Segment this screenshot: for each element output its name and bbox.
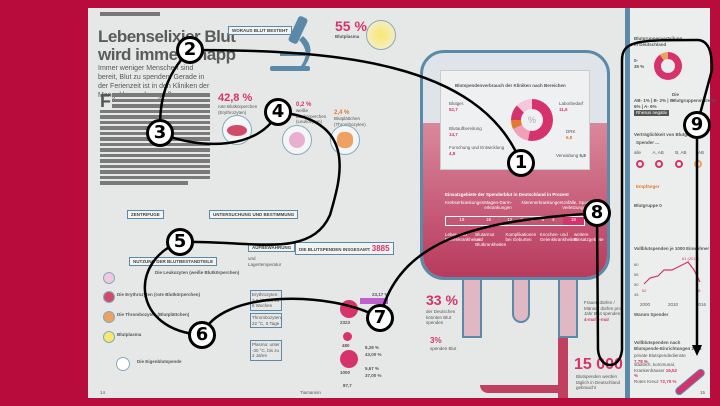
bag-port-left — [462, 278, 482, 338]
plasma-percent: 55 % — [335, 18, 367, 34]
marker-4: 4 — [264, 98, 292, 126]
bag-port-right — [558, 278, 578, 338]
svg-text:52: 52 — [642, 288, 647, 293]
leukocyte-image — [282, 125, 312, 155]
composition-label: WORAUS BLUT BESTEHT — [228, 26, 292, 35]
tube — [558, 338, 568, 398]
svg-text:55: 55 — [634, 272, 639, 277]
svg-text:48: 48 — [696, 288, 701, 293]
blood-drop-icon — [116, 357, 130, 371]
pct33: 33 % — [426, 292, 458, 308]
erythrocyte-icon — [103, 291, 115, 303]
marker-3: 3 — [146, 119, 174, 147]
donations-line-chart: 60 55 50 45 61 (2011) 52 48 — [634, 256, 701, 297]
marker-6: 6 — [188, 321, 216, 349]
leukocyte-icon — [103, 272, 115, 284]
blood-group-donut — [654, 52, 682, 80]
header-rule — [100, 12, 160, 16]
svg-text:45: 45 — [634, 292, 639, 297]
marker-2: 2 — [176, 36, 204, 64]
testing-label: UNTERSUCHUNG UND BESTIMMUNG — [209, 210, 299, 219]
plasma-image — [366, 20, 396, 50]
divider-bar — [625, 8, 630, 398]
marker-5: 5 — [166, 228, 194, 256]
svg-text:50: 50 — [634, 282, 639, 287]
marker-1: 1 — [507, 149, 535, 177]
ery-percent: 42,8 % — [218, 92, 253, 104]
svg-text:60: 60 — [634, 262, 639, 267]
ery-bar — [360, 298, 388, 304]
centrifuge-label: ZENTRIFUGE — [127, 210, 164, 219]
plasma-icon — [103, 331, 115, 343]
marker-9: 9 — [683, 111, 711, 139]
total-donations: 3885 — [371, 244, 390, 253]
thrombocyte-icon — [103, 311, 115, 323]
marker-7: 7 — [366, 304, 394, 332]
bag-port-middle — [512, 278, 530, 323]
svg-text:61 (2011): 61 (2011) — [682, 256, 699, 261]
marker-8: 8 — [583, 199, 611, 227]
daily-donations: 15 000 — [574, 356, 623, 373]
thrombocyte-image — [330, 125, 360, 155]
usage-label: NUTZUNG DER BLUTBESTANDTEILE — [129, 257, 218, 266]
